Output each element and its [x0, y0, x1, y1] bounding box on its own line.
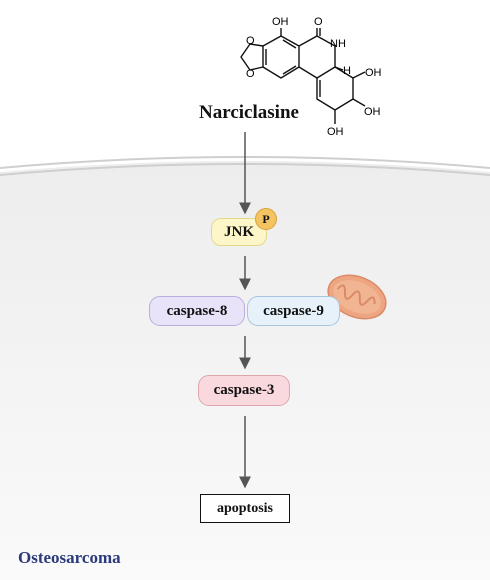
- tissue-label: Osteosarcoma: [18, 548, 121, 567]
- label-oh-right: OH: [365, 67, 382, 79]
- caspase-9-node: caspase-9: [247, 296, 340, 326]
- label-oh-top: OH: [272, 16, 289, 28]
- mitochondrion-icon: [327, 274, 387, 320]
- label-oh-mid: OH: [364, 106, 381, 118]
- caspase-8-node: caspase-8: [149, 296, 245, 326]
- caspase-3-node: caspase-3: [198, 375, 290, 406]
- drug-name: Narciclasine: [199, 102, 299, 123]
- label-carbonyl-o: O: [314, 16, 323, 28]
- label-oh-bottom: OH: [327, 126, 344, 138]
- label-h: H: [343, 65, 351, 77]
- phosphorylation-badge: P: [255, 208, 277, 230]
- label-ring-o-upper: O: [246, 35, 255, 47]
- narciclasine-structure: [240, 28, 366, 124]
- apoptosis-node: apoptosis: [200, 494, 290, 523]
- label-nh: NH: [330, 38, 346, 50]
- label-ring-o-lower: O: [246, 68, 255, 80]
- cell-body: [0, 161, 490, 580]
